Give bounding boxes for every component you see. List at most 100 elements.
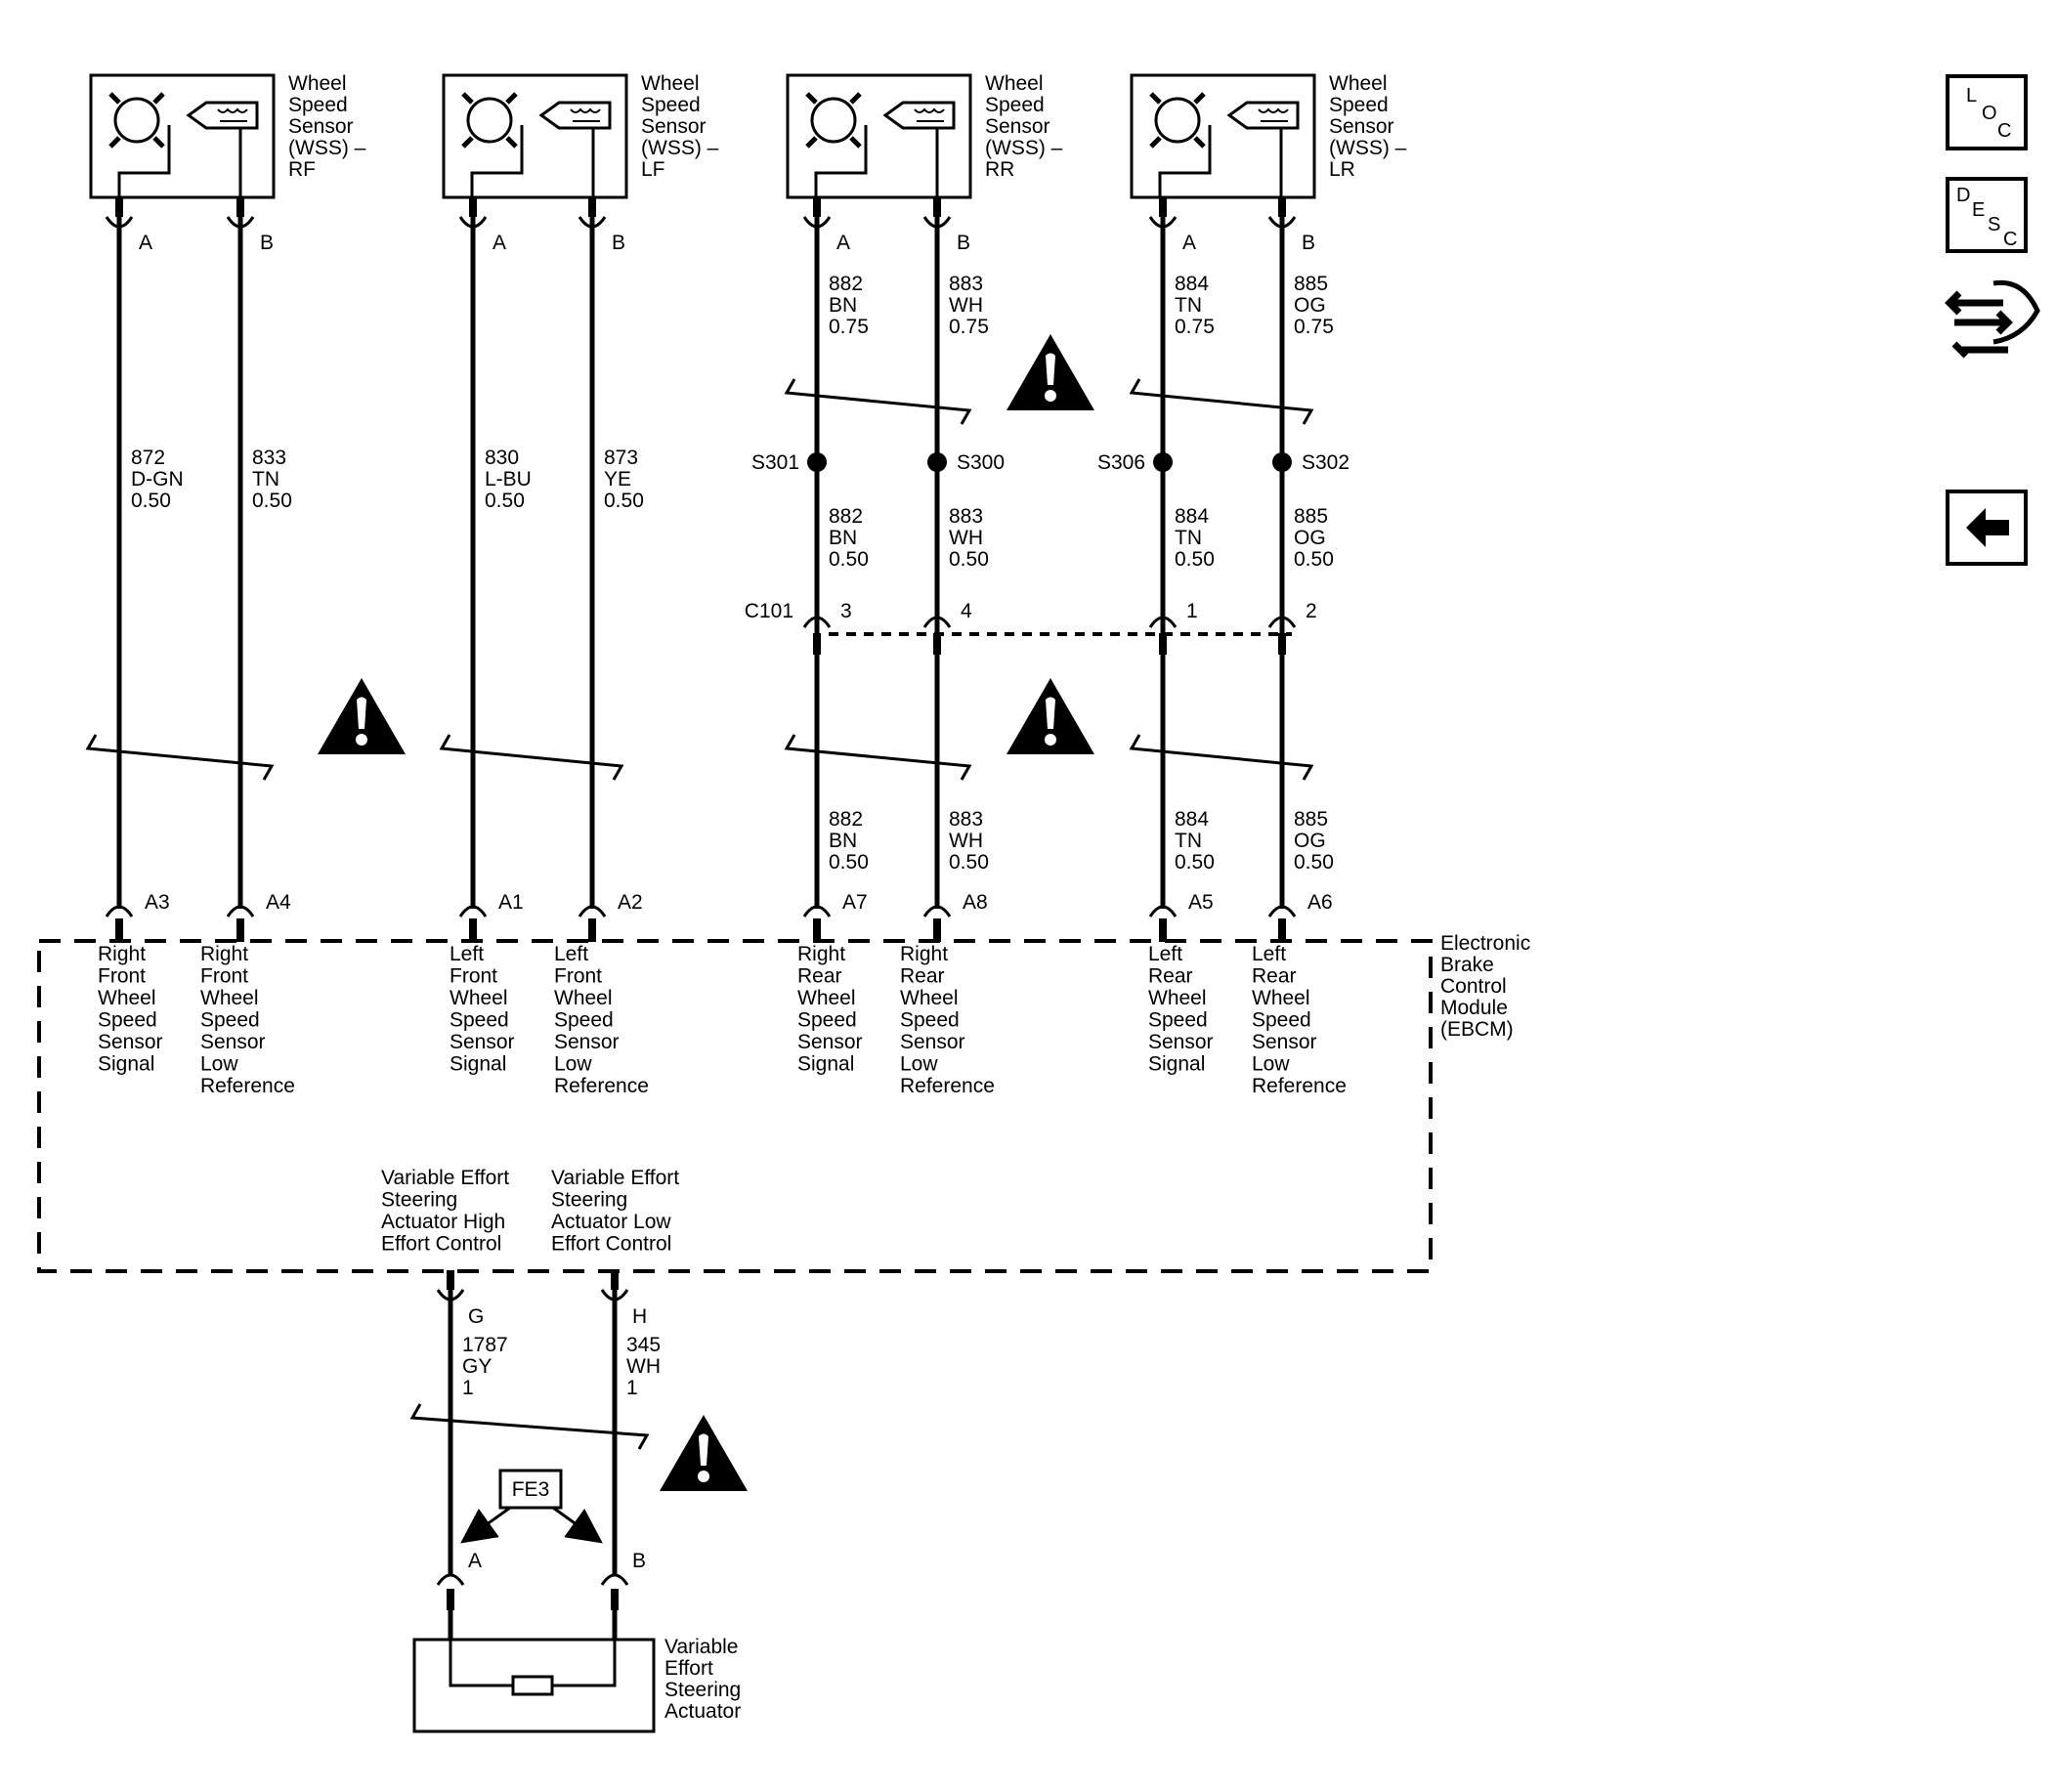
ebcm-terminal [578,905,607,917]
ebcm-pin-label: Sensor [98,1031,163,1053]
terminal-cup [802,216,832,229]
wire-label: 0.50 [1294,851,1334,874]
wire-label: BN [829,527,857,549]
ebcm-pin-label: Signal [1148,1053,1205,1076]
ebcm-pin: A7 [842,891,868,914]
sensor-probe-icon [186,101,259,130]
ebcm-pin-label: Wheel [450,987,508,1009]
ebcm-pin-label: Low [1252,1053,1290,1076]
ebcm-terminal [1267,905,1297,917]
wire-label: OG [1294,527,1326,549]
sensor-tone-ring-icon [113,97,160,144]
svg-text:O: O [1982,103,1997,124]
sensor-title: LF [641,158,665,181]
c101-terminal [1267,616,1297,628]
ebcm-pin-label: Wheel [200,987,259,1009]
wire-label: 0.50 [1175,548,1215,571]
ebcm-pin: A8 [963,891,988,914]
desc-button[interactable]: D E S C [1946,177,2028,253]
ebcm-pin-label: Sensor [200,1031,266,1053]
sensor-pin: B [260,232,274,254]
ebcm-pin-label: Speed [1252,1009,1311,1032]
ebcm-output-label: Effort Control [381,1233,501,1256]
ebcm-name: (EBCM) [1440,1018,1514,1041]
wire-label: YE [604,468,631,491]
wire-label: BN [829,294,857,317]
sensor-title: Speed [985,94,1045,116]
loc-button[interactable]: L O C [1946,74,2028,150]
terminal-cup [226,216,255,229]
ebcm-pin-label: Sensor [554,1031,620,1053]
wire-label: 0.50 [829,851,869,874]
wire-label: WH [949,527,983,549]
sensor-title: RR [985,158,1014,181]
ebcm-name: Module [1440,997,1508,1019]
splice-dot [1272,452,1292,472]
wire-label: 0.75 [1294,316,1334,338]
sensor-title: Sensor [1329,115,1394,138]
ebcm-pin: A6 [1307,891,1333,914]
wire-break-mark [409,1403,650,1450]
ebcm-terminal [1148,905,1178,917]
back-button[interactable] [1946,490,2028,566]
svg-text:L: L [1966,85,1977,107]
ebcm-pin-label: Rear [900,965,945,988]
svg-text:S: S [1988,214,2000,235]
wire-label: TN [1175,830,1202,852]
ebcm-pin-label: Right [200,943,248,965]
terminal-cup [578,216,607,229]
sensor-pin: A [493,232,506,254]
ebcm-pin: A1 [498,891,524,914]
ebcm-pin-label: Left [1252,943,1286,965]
sensor-title: (WSS) – [1329,137,1407,159]
wire-label: 0.50 [1175,851,1215,874]
wire-label: WH [949,830,983,852]
ebcm-pin-label: Right [98,943,146,965]
ebcm-pin: A3 [145,891,170,914]
sensor-tone-ring-icon [810,97,857,144]
wire-label: OG [1294,830,1326,852]
wheel-speed-sensor [1130,73,1316,199]
ebcm-pin-label: Sensor [450,1031,515,1053]
ebcm-pin-label: Signal [450,1053,506,1076]
wire-label: TN [1175,527,1202,549]
wire-label: 0.50 [829,548,869,571]
ebcm-pin-label: Speed [450,1009,509,1032]
sensor-title: Sensor [641,115,707,138]
ebcm-terminal [226,905,255,917]
ebcm-pin-label: Wheel [1252,987,1310,1009]
actuator-resistor-icon [511,1675,554,1696]
sensor-tone-ring-icon [466,97,513,144]
back-arrow-icon [1966,508,2009,547]
ebcm-output-label: Actuator Low [551,1211,671,1233]
ebcm-pin-label: Reference [200,1075,295,1097]
wire-label: D-GN [131,468,184,491]
sensor-title: Wheel [641,72,700,95]
actuator-pin: A [468,1550,482,1572]
svg-text:C: C [2003,229,2017,250]
connector-icon[interactable] [1945,279,2040,359]
ebcm-name: Control [1440,975,1507,998]
ebcm-pin: A4 [266,891,291,914]
sensor-pin: B [612,232,625,254]
terminal-cup [1148,216,1178,229]
svg-text:C: C [1997,120,2011,142]
actuator-terminal [436,1573,465,1586]
sensor-pin: B [1302,232,1315,254]
sensor-tone-ring-icon [1154,97,1201,144]
wire-label: 883 [949,808,983,831]
splice-label: S300 [957,451,1005,474]
ebcm-pin-label: Front [98,965,146,988]
wire-label: 0.75 [829,316,869,338]
sensor-probe-icon [1226,101,1300,130]
actuator-name: Actuator [664,1700,741,1723]
wire-label: 833 [252,447,286,469]
splice-label: S306 [1097,451,1145,474]
wire-label: 872 [131,447,165,469]
actuator-terminal [600,1573,629,1586]
ebcm-pin-label: Left [450,943,484,965]
ebcm-pin-label: Low [200,1053,238,1076]
ebcm-pin-label: Front [554,965,602,988]
sensor-pin: A [139,232,152,254]
